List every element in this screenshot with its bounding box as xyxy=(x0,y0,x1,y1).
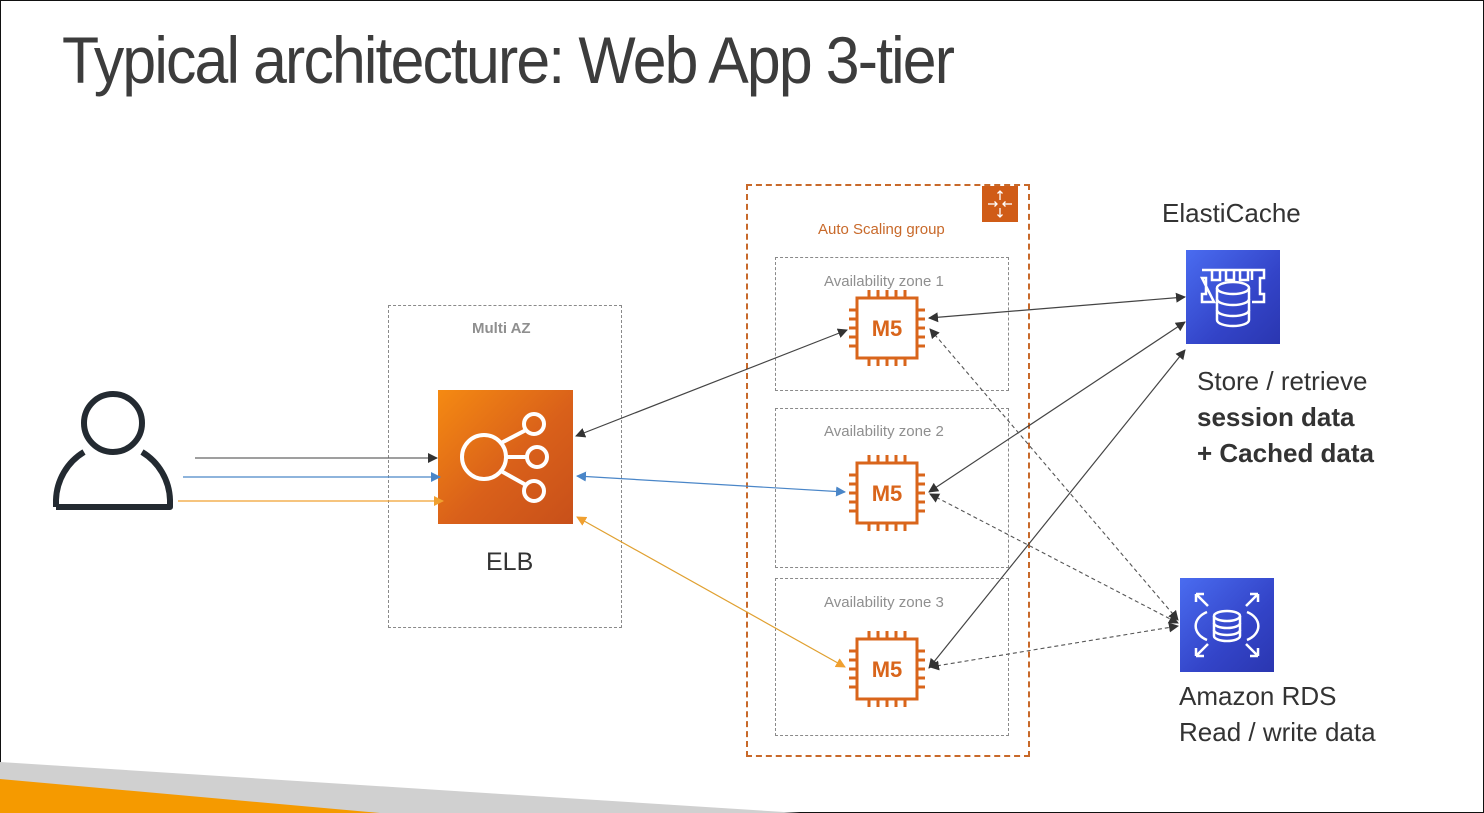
ec2-instance-az3: M5 xyxy=(847,629,927,709)
footer-orange-band xyxy=(0,779,380,813)
availability-zone-2-label: Availability zone 2 xyxy=(824,423,944,440)
connection-az2-elasticache xyxy=(928,321,1186,493)
cpu-chip-icon: M5 xyxy=(849,290,925,366)
cpu-chip-icon: M5 xyxy=(849,631,925,707)
connection-az2-rds xyxy=(929,493,1179,624)
slide-title: Typical architecture: Web App 3-tier xyxy=(62,23,955,97)
rds-icon xyxy=(1180,578,1274,672)
connection-az3-elasticache xyxy=(928,349,1186,669)
connection-elb-az2 xyxy=(576,471,846,497)
rds-description: Read / write data xyxy=(1179,717,1376,747)
multi-az-label: Multi AZ xyxy=(472,320,531,337)
connection-az1-elasticache xyxy=(928,292,1186,323)
instance-type-label: M5 xyxy=(872,481,903,506)
auto-scaling-group-label: Auto Scaling group xyxy=(818,221,945,238)
ec2-instance-az1: M5 xyxy=(847,288,927,368)
cpu-chip-icon: M5 xyxy=(849,455,925,531)
elasticache-title: ElastiCache xyxy=(1162,198,1301,228)
instance-type-label: M5 xyxy=(872,657,903,682)
load-balancer-icon xyxy=(438,390,573,524)
elasticache-icon xyxy=(1186,250,1280,344)
elasticache-description-line3: + Cached data xyxy=(1197,438,1375,468)
elb-label: ELB xyxy=(486,548,534,576)
availability-zone-1-label: Availability zone 1 xyxy=(824,273,944,290)
elasticache-description-line1: Store / retrieve xyxy=(1197,366,1368,396)
auto-scaling-icon xyxy=(982,186,1018,222)
user-icon xyxy=(52,390,176,512)
connection-elb-az1 xyxy=(575,328,848,438)
multi-az-container xyxy=(388,305,622,628)
elasticache-description-line2: session data xyxy=(1197,402,1355,432)
ec2-instance-az2: M5 xyxy=(847,453,927,533)
connection-elb-az3 xyxy=(576,516,846,668)
availability-zone-3-label: Availability zone 3 xyxy=(824,594,944,611)
connection-az1-rds xyxy=(929,328,1179,621)
connection-az3-rds xyxy=(929,622,1179,671)
instance-type-label: M5 xyxy=(872,316,903,341)
rds-title: Amazon RDS xyxy=(1179,681,1337,711)
